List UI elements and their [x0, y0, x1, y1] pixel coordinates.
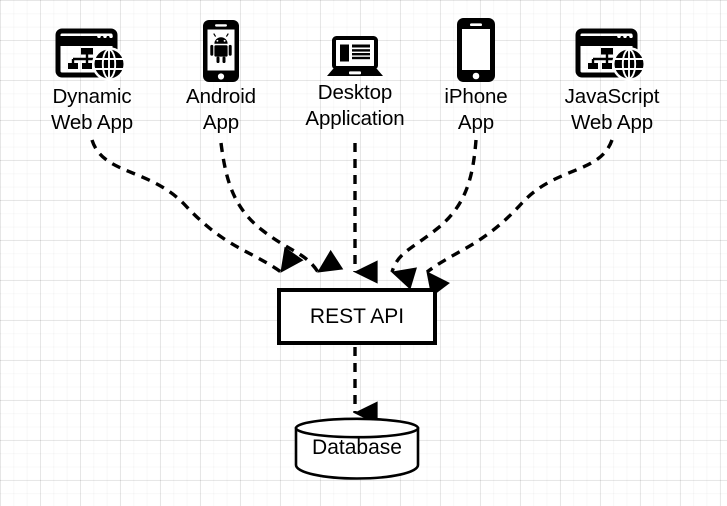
connector-dynamic-web-app-to-rest-api — [90, 139, 304, 274]
node-label-javascript-web-app: JavaScript Web App — [564, 85, 660, 134]
rest-api-box[interactable]: REST API — [277, 288, 437, 345]
browser-sitemap-globe-icon — [575, 28, 646, 81]
android-phone-icon — [203, 20, 239, 82]
node-label-android-app: Android App — [186, 85, 256, 134]
browser-sitemap-globe-icon — [55, 28, 126, 81]
database-cylinder-shape — [294, 417, 420, 480]
connector-javascript-web-app-to-rest-api — [425, 139, 614, 298]
rest-api-label: REST API — [309, 304, 405, 328]
node-desktop-application[interactable]: Desktop Application — [272, 36, 438, 132]
node-javascript-web-app[interactable]: JavaScript Web App — [532, 28, 692, 136]
iphone-icon — [457, 18, 495, 82]
node-label-iphone-app: iPhone App — [444, 85, 508, 134]
connector-android-app-to-rest-api — [219, 142, 344, 273]
node-android-app[interactable]: Android App — [151, 18, 291, 136]
database-label: Database — [312, 436, 402, 459]
connector-iphone-app-to-rest-api — [390, 139, 478, 290]
node-iphone-app[interactable]: iPhone App — [406, 16, 546, 136]
database-cylinder[interactable]: Database — [292, 415, 422, 483]
node-label-dynamic-web-app: Dynamic Web App — [50, 85, 134, 134]
node-label-desktop-application: Desktop Application — [305, 81, 405, 130]
laptop-icon — [327, 36, 383, 76]
node-dynamic-web-app[interactable]: Dynamic Web App — [12, 28, 172, 136]
